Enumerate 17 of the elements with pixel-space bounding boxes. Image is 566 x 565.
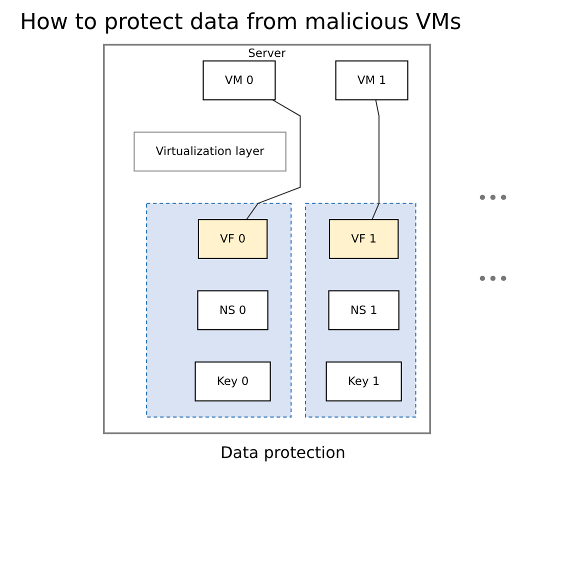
diagram-title: How to protect data from malicious VMs (20, 10, 462, 35)
cluster (305, 202, 416, 418)
node-box: NS 0 (197, 290, 268, 330)
connector (372, 100, 380, 220)
node-box: VF 1 (329, 219, 399, 259)
node-box: Virtualization layer (134, 132, 286, 172)
connector (246, 99, 301, 220)
diagram-caption: Data protection (219, 443, 347, 462)
node-box: VM 1 (335, 60, 408, 100)
cluster (146, 202, 292, 418)
node-box: NS 1 (328, 290, 400, 330)
ellipsis-label: ••• (477, 188, 509, 209)
node-box: Key 0 (194, 361, 271, 402)
node-box: VM 0 (202, 60, 276, 100)
ellipsis-label: ••• (477, 269, 509, 290)
node-box: VF 0 (198, 219, 268, 259)
node-box: Key 1 (326, 361, 402, 402)
